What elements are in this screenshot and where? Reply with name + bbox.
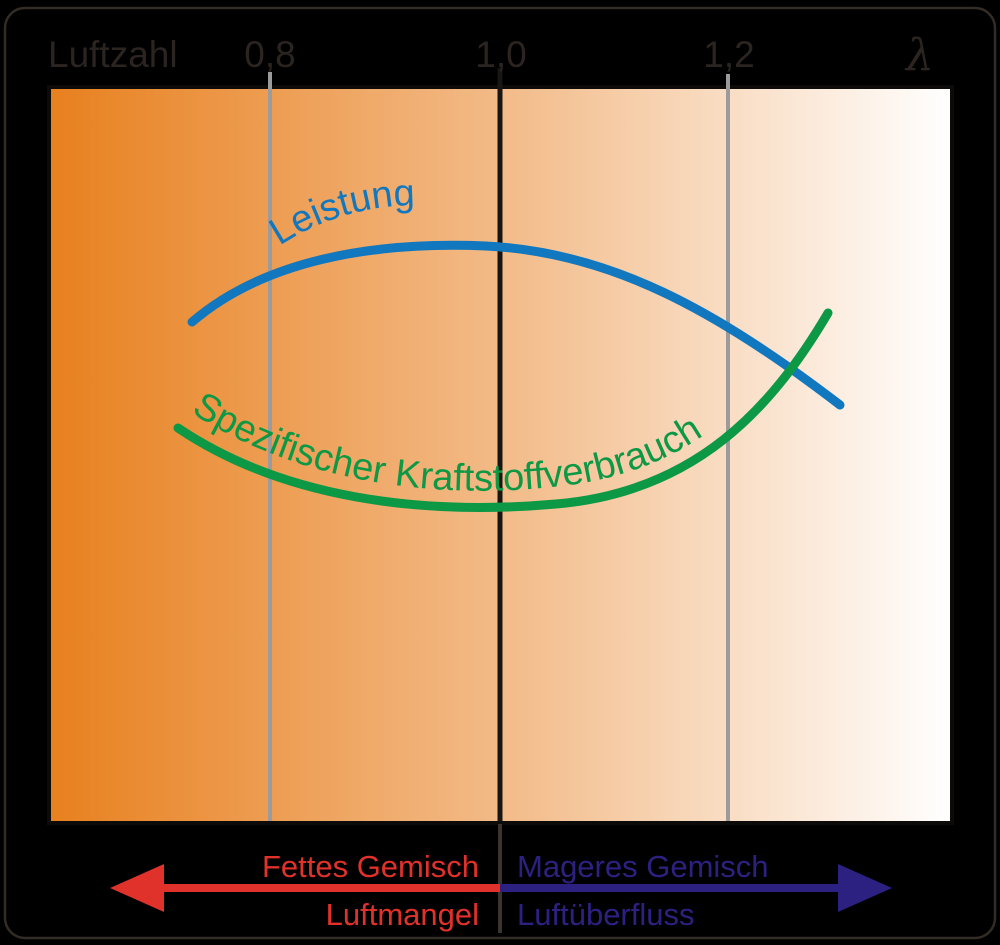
tick-label-1-2: 1,2: [703, 34, 754, 75]
lambda-symbol: λ: [904, 30, 934, 81]
tick-label-0-8: 0,8: [244, 34, 295, 75]
lean-mixture-annotation: Mageres Gemisch Luftüberfluss: [500, 849, 892, 932]
verbrauch-curve: [173, 308, 833, 512]
leistung-curve: [187, 240, 845, 410]
tick-label-1-0: 1,0: [475, 34, 526, 75]
rich-mixture-annotation: Fettes Gemisch Luftmangel: [110, 849, 500, 932]
outer-frame: [3, 6, 997, 940]
rich-arrow-head-left-icon: [110, 864, 164, 912]
label-luftueberfluss: Luftüberfluss: [517, 897, 695, 932]
axis-title-luftzahl: Luftzahl: [48, 34, 178, 75]
label-mageres-gemisch: Mageres Gemisch: [517, 849, 769, 884]
label-fettes-gemisch: Fettes Gemisch: [262, 849, 479, 884]
lean-arrow-head-right-icon: [838, 864, 892, 912]
label-luftmangel: Luftmangel: [326, 897, 479, 932]
